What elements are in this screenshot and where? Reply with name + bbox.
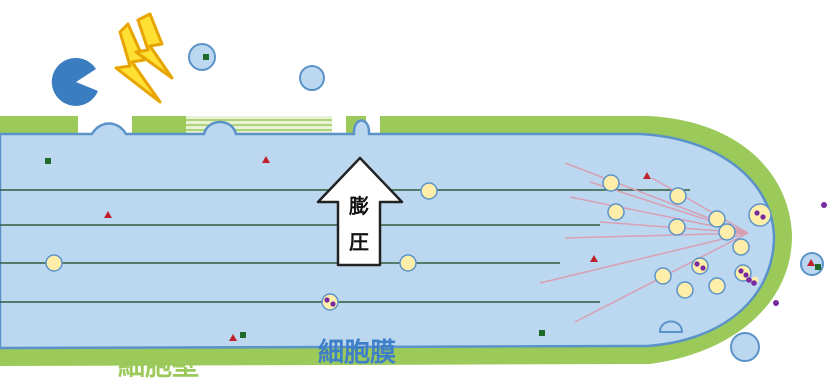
cell-membrane-label: 細胞膜 (318, 338, 397, 368)
lightning-bolt-icon (134, 12, 174, 80)
up-arrow-icon (316, 156, 404, 267)
released-cargo (746, 202, 827, 306)
wall-gap (332, 112, 346, 136)
fusing-vesicle (748, 203, 772, 227)
pac-shape-icon (51, 57, 98, 106)
vesicles (45, 174, 750, 299)
marker-square (815, 264, 821, 270)
lightning-bolt-icon (114, 22, 162, 104)
turgor-label-char1: 膨 (349, 194, 369, 218)
marker-triangle (807, 259, 815, 266)
cell-wall-label: 細胞壁 (118, 351, 199, 382)
filaments (0, 189, 690, 303)
cargo-vesicle (321, 293, 339, 311)
marker-square (203, 54, 209, 60)
cargo-vesicle (691, 257, 709, 275)
turgor-label-char2: 圧 (349, 230, 369, 254)
cytoplasm (0, 119, 776, 350)
cargo-vesicle (734, 264, 752, 282)
markers-inside (45, 156, 651, 341)
external-vesicles (188, 43, 824, 362)
